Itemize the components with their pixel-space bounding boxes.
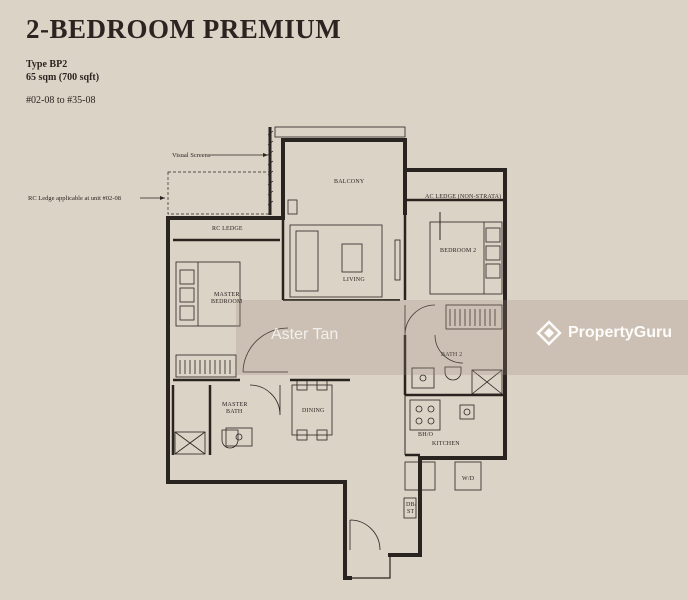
db-cabinet <box>403 497 417 519</box>
plan-title: 2-BEDROOM PREMIUM <box>26 14 342 44</box>
bedroom2-door <box>404 304 436 336</box>
unit-numbers: #02-08 to #35-08 <box>26 95 96 106</box>
interior-walls <box>171 198 505 457</box>
master-bed <box>175 261 241 327</box>
room-kitchen: KITCHEN <box>432 441 460 447</box>
room-master-bath-line2: BATH <box>226 409 243 415</box>
living-tv-console <box>394 239 401 281</box>
db-st-line2: ST <box>407 509 415 515</box>
rc-ledge-note: RC Ledge applicable at unit #02-08 <box>28 195 121 202</box>
leader-arrowheads <box>160 153 268 200</box>
visual-screens-label: Visual Screens <box>172 152 211 159</box>
kitchen-washer-dryer: W/D <box>462 476 475 482</box>
master-bedroom-door <box>242 327 289 373</box>
entry-wall <box>350 555 391 579</box>
room-bho: BH/O <box>418 432 434 438</box>
balcony-ledge <box>274 126 406 138</box>
master-bath-fixtures <box>174 427 253 455</box>
master-bath-door <box>249 384 281 416</box>
bath2-fixtures <box>411 366 503 395</box>
kitchen-fridge: F <box>418 476 422 482</box>
entry-door <box>349 519 381 551</box>
bath2-door <box>434 334 464 364</box>
room-master-bedroom-line2: BEDROOM <box>211 299 243 305</box>
dining-set <box>291 379 333 441</box>
room-rc-ledge: RC LEDGE <box>212 226 243 232</box>
room-balcony: BALCONY <box>334 179 365 185</box>
watermark-band <box>236 300 688 375</box>
unit-type: Type BP2 <box>26 59 68 70</box>
service-shaft <box>287 199 298 215</box>
room-ac-ledge: AC LEDGE (NON-STRATA) <box>425 193 501 200</box>
bedroom2-bed <box>429 221 503 295</box>
watermark-brand-text: PropertyGuru <box>568 324 673 341</box>
master-wardrobe <box>175 354 237 378</box>
kitchen-counters <box>404 399 482 491</box>
unit-area: 65 sqm (700 sqft) <box>26 72 100 83</box>
room-bath-2: BATH 2 <box>441 352 462 358</box>
living-sofa <box>289 224 383 298</box>
db-st-line1: DB/ <box>406 502 417 508</box>
room-master-bath-line1: MASTER <box>222 402 248 408</box>
room-bedroom-2: BEDROOM 2 <box>440 248 476 254</box>
outer-walls <box>166 138 507 580</box>
propertyguru-logo-icon <box>536 320 562 346</box>
watermark-agent-name: Aster Tan <box>271 326 339 343</box>
watermark-brand: PropertyGuru <box>536 320 672 346</box>
visual-screen-hatch <box>267 127 274 215</box>
room-living: LIVING <box>343 277 365 283</box>
rc-ledge-dashed <box>167 171 271 215</box>
minor-walls <box>404 212 441 455</box>
room-master-bedroom-line1: MASTER <box>214 292 240 298</box>
bedroom2-wardrobe <box>445 304 503 330</box>
room-dining: DINING <box>302 408 325 414</box>
